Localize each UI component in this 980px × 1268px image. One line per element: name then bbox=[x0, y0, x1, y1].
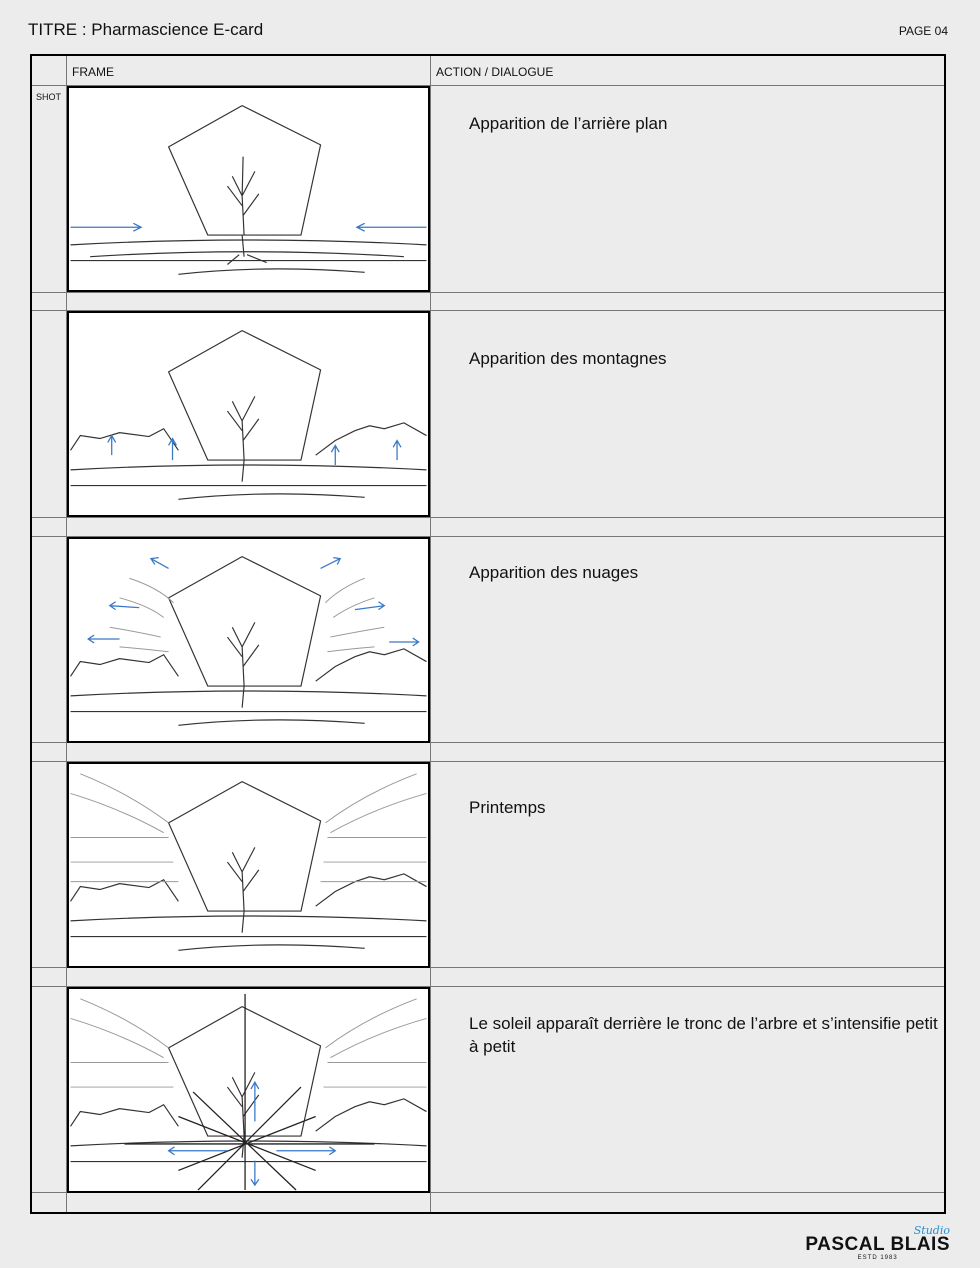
frame-panel-4 bbox=[67, 762, 430, 968]
page-number: PAGE 04 bbox=[898, 24, 948, 38]
frame-panel-5 bbox=[67, 987, 430, 1193]
row-divider bbox=[32, 1192, 944, 1193]
action-text-2: Apparition des montagnes bbox=[469, 349, 667, 368]
sketch-sun-behind-trunk bbox=[70, 993, 427, 1191]
row-divider bbox=[32, 742, 944, 743]
storyboard-title: TITRE : Pharmascience E-card bbox=[28, 20, 264, 39]
row-divider bbox=[32, 986, 944, 987]
action-text-5: Le soleil apparaît derrière le tronc de … bbox=[469, 1014, 938, 1056]
header-divider bbox=[32, 85, 944, 86]
sketch-clouds-appearance bbox=[70, 556, 427, 726]
logo-sub-text: ESTD 1983 bbox=[857, 1255, 898, 1261]
row-divider bbox=[32, 536, 944, 537]
row-divider bbox=[32, 310, 944, 311]
action-text-3: Apparition des nuages bbox=[469, 563, 639, 582]
action-column-header: ACTION / DIALOGUE bbox=[436, 65, 554, 79]
sketch-spring bbox=[70, 773, 427, 951]
frame-panel-3 bbox=[67, 537, 430, 743]
sketch-mountains-appearance bbox=[70, 330, 427, 500]
action-text-1: Apparition de l’arrière plan bbox=[469, 114, 668, 133]
frame-column-header: FRAME bbox=[72, 65, 114, 79]
logo-script-text: Studio bbox=[913, 1224, 950, 1237]
row-divider bbox=[32, 967, 944, 968]
row-divider bbox=[32, 517, 944, 518]
studio-logo: Studio PASCAL BLAIS ESTD 1983 bbox=[805, 1224, 950, 1262]
frame-panel-1 bbox=[67, 86, 430, 292]
shot-column-label: SHOT bbox=[36, 92, 62, 102]
logo-main-text: PASCAL BLAIS bbox=[805, 1234, 950, 1255]
shot-column-divider bbox=[66, 56, 67, 1212]
action-text-4: Printemps bbox=[469, 798, 546, 817]
frame-column-divider bbox=[430, 56, 431, 1212]
row-divider bbox=[32, 761, 944, 762]
storyboard-sheet: FRAME ACTION / DIALOGUE SHOT Apparition … bbox=[30, 54, 946, 1214]
row-divider bbox=[32, 292, 944, 293]
frame-panel-2 bbox=[67, 311, 430, 517]
sketch-background-appearance bbox=[70, 105, 427, 275]
